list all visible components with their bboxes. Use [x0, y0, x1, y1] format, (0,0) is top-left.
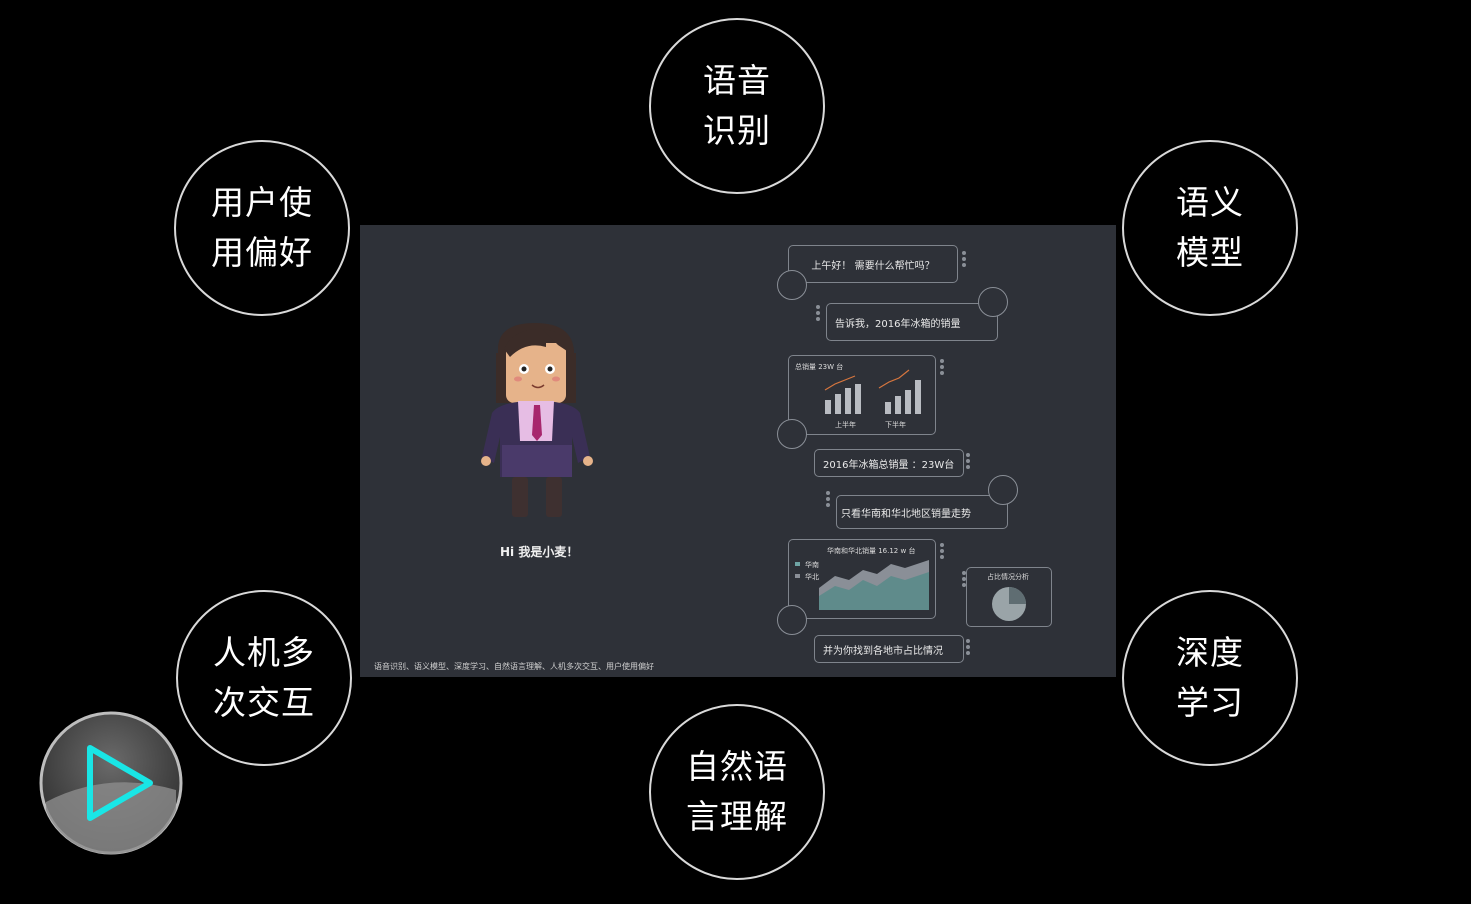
region-area-chart-card: 华南和华北销量 16.12 w 台 华南 华北: [788, 539, 936, 619]
user-avatar-icon: [978, 287, 1008, 317]
bot-message-text: 并为你找到各地市占比情况: [823, 645, 943, 657]
feature-speech-recognition: 语音 识别: [649, 18, 825, 194]
pie-title: 占比情况分析: [987, 573, 1029, 581]
feature-footer-text: 语音识别、语义模型、深度学习、自然语言理解、人机多次交互、用户使用偏好: [374, 662, 654, 671]
chart-bar: [915, 380, 921, 414]
play-button[interactable]: [38, 710, 184, 856]
assistant-character-illustration: [481, 323, 593, 517]
bot-message-text: 2016年冰箱总销量 ：23W台: [823, 459, 955, 471]
feature-label-line2: 模型: [1176, 233, 1244, 272]
chart-bar: [835, 394, 841, 414]
pie-chart: [992, 587, 1026, 621]
user-message-query: 告诉我，2016年冰箱的销量: [826, 303, 998, 341]
pie-chart-card: 占比情况分析: [966, 567, 1052, 627]
more-dots-icon: [966, 639, 972, 655]
user-avatar-icon: [988, 475, 1018, 505]
more-dots-icon: [816, 305, 822, 321]
robot-avatar-icon: [777, 419, 807, 449]
more-dots-icon: [940, 359, 946, 375]
bot-message-text: 上午好！ 需要什么帮忙吗？: [811, 260, 935, 272]
feature-deep-learning: 深度 学习: [1122, 590, 1298, 766]
chart-bar: [855, 384, 861, 414]
bot-message-greeting: 上午好！ 需要什么帮忙吗？: [788, 245, 958, 283]
more-dots-icon: [962, 571, 968, 587]
chart-title: 华南和华北销量 16.12 w 台: [827, 547, 916, 555]
chart-title: 总销量 23W 台: [795, 363, 844, 371]
bot-message-breakdown: 并为你找到各地市占比情况: [814, 635, 964, 663]
more-dots-icon: [962, 251, 968, 267]
feature-label-line1: 人机多: [213, 633, 315, 672]
feature-multi-turn-interaction: 人机多 次交互: [176, 590, 352, 766]
chart-bar: [895, 396, 901, 414]
feature-label-line1: 自然语: [686, 747, 788, 786]
legend-south: 华南: [805, 561, 819, 569]
sales-bar-chart-card: 总销量 23W 台 上半年 下半年: [788, 355, 936, 435]
feature-label-line2: 言理解: [686, 797, 788, 836]
chart-bar: [845, 388, 851, 414]
feature-label-line1: 语音: [703, 61, 771, 100]
more-dots-icon: [940, 543, 946, 559]
user-message-text: 告诉我，2016年冰箱的销量: [835, 318, 961, 330]
feature-label-line1: 语义: [1176, 183, 1244, 222]
robot-avatar-icon: [777, 270, 807, 300]
feature-label-line1: 用户使: [211, 183, 313, 222]
feature-label-line2: 学习: [1176, 683, 1244, 722]
sales-bar-chart: [824, 369, 921, 414]
chart-bar: [905, 390, 911, 414]
chart-label-h1: 上半年: [835, 421, 856, 429]
more-dots-icon: [826, 491, 832, 507]
greeting-caption: Hi 我是小麦！: [500, 545, 579, 559]
bot-message-total: 2016年冰箱总销量 ：23W台: [814, 449, 964, 477]
chart-bar: [885, 402, 891, 414]
more-dots-icon: [966, 453, 972, 469]
legend-north: 华北: [805, 573, 819, 581]
play-icon: [39, 711, 183, 855]
feature-user-preference: 用户使 用偏好: [174, 140, 350, 316]
feature-semantic-model: 语义 模型: [1122, 140, 1298, 316]
feature-nlu: 自然语 言理解: [649, 704, 825, 880]
feature-label-line2: 用偏好: [211, 233, 313, 272]
feature-label-line2: 次交互: [213, 683, 315, 722]
robot-avatar-icon: [777, 605, 807, 635]
chart-bar: [825, 400, 831, 414]
demo-screen: Hi 我是小麦！ 上午好！ 需要什么帮忙吗？ 告诉我，2016年冰箱的销量 总销…: [360, 225, 1116, 677]
user-message-filter: 只看华南和华北地区销量走势: [836, 495, 1008, 529]
chart-label-h2: 下半年: [885, 421, 906, 429]
feature-label-line1: 深度: [1176, 633, 1244, 672]
user-message-text: 只看华南和华北地区销量走势: [841, 508, 971, 520]
feature-label-line2: 识别: [703, 111, 771, 150]
region-area-chart: [795, 560, 929, 610]
